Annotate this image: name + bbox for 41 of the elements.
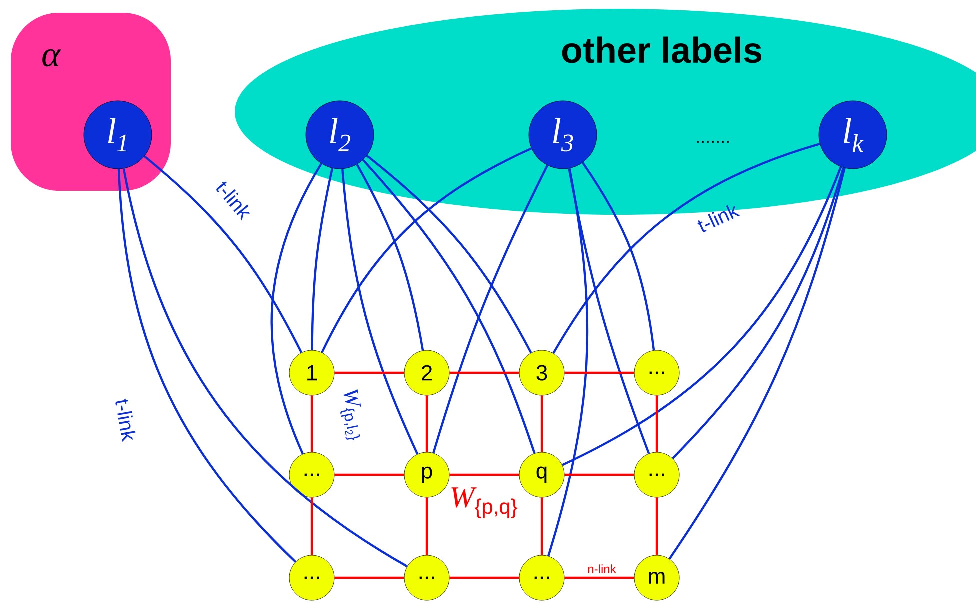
link-line [426,498,428,556]
link-line [334,474,404,476]
link-line [122,168,408,568]
link-line [311,168,334,350]
edge-label: n-link [588,564,616,574]
link-line [564,576,634,580]
link-line [540,396,544,452]
link-line [366,155,532,354]
link-line [552,143,820,354]
link-line [356,164,424,351]
link-line [362,159,536,454]
link-line [310,498,314,556]
link-line [310,396,314,452]
link-line [564,372,634,374]
link-line [432,165,549,454]
link-line [144,156,303,354]
link-line [334,576,404,580]
link-line [426,396,428,452]
edge-label: t-link [116,398,136,442]
link-line [321,148,532,354]
link-line [334,372,404,374]
link-line [540,498,544,556]
link-line [656,396,658,452]
link-line [270,163,322,455]
link-line [547,168,589,557]
link-line [564,474,634,476]
link-line [672,168,845,460]
link-line [656,498,658,556]
link-line [582,162,656,351]
edge-label: t-link [698,205,740,232]
link-line [668,168,846,560]
link-line [450,474,520,476]
link-line [450,576,520,580]
edge-label: $\text{\serif\itshape W}_{\text{\{p,l\textsubscript{2}\}}}$ [340,388,362,440]
link-line [450,372,520,374]
link-line [568,168,650,454]
edge-label: $\text{\serif\itshape W}_{\text{\{p,q\}}}$ [452,488,518,518]
ellipsis-text: ....... [697,141,729,143]
link-line [118,169,297,563]
link-line [562,166,842,466]
link-line [342,169,419,455]
